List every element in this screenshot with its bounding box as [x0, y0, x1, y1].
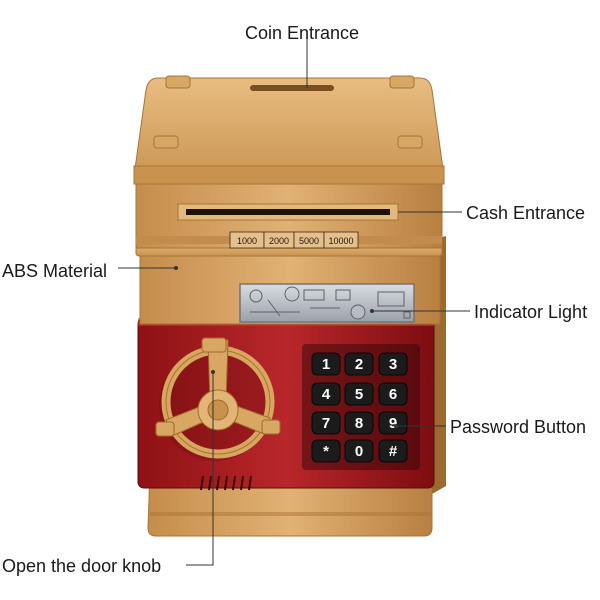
label-coin-entrance: Coin Entrance — [245, 23, 360, 43]
keypad-key-label: 8 — [355, 415, 363, 432]
label-cash-entrance: Cash Entrance — [466, 203, 586, 223]
denomination-label: 10000 — [328, 236, 353, 246]
denomination-label: 1000 — [237, 236, 257, 246]
keypad-key-label: 4 — [322, 386, 331, 403]
keypad-key — [311, 439, 341, 463]
keypad-key-label: 5 — [355, 386, 363, 403]
denomination-strip: 1000 2000 5000 10000 — [229, 231, 359, 249]
keypad-key — [344, 411, 374, 435]
keypad-key-label: 3 — [389, 356, 397, 373]
label-password-button: Password Button — [450, 417, 587, 437]
keypad-key — [344, 352, 374, 376]
keypad: 1 2 3 4 5 6 7 8 9 * 0 # — [302, 344, 420, 470]
keypad-key-label: 1 — [322, 356, 330, 373]
denomination-label: 5000 — [299, 236, 319, 246]
keypad-key — [378, 382, 408, 406]
keypad-key-label: 0 — [355, 443, 363, 460]
keypad-key — [378, 411, 408, 435]
label-door-knob: Open the door knob — [2, 556, 162, 576]
denomination-label: 2000 — [269, 236, 289, 246]
lid — [133, 75, 445, 185]
coin-slot — [250, 85, 334, 91]
denomination-box — [323, 231, 359, 249]
keypad-key — [378, 352, 408, 376]
keypad-key — [378, 439, 408, 463]
door-knob — [155, 337, 281, 461]
keypad-key — [311, 382, 341, 406]
keypad-key — [311, 352, 341, 376]
keypad-key — [344, 439, 374, 463]
keypad-key-label: # — [389, 443, 398, 460]
keypad-key-label: * — [323, 443, 329, 460]
keypad-key — [344, 382, 374, 406]
knob-leader — [186, 372, 214, 566]
cash-slot — [177, 203, 399, 221]
keypad-key-label: 6 — [389, 386, 397, 403]
label-abs-material: ABS Material — [2, 261, 108, 281]
leader-lines — [118, 36, 470, 566]
label-indicator-light: Indicator Light — [474, 302, 588, 322]
keypad-key-label: 7 — [322, 415, 330, 432]
keypad-key-label: 2 — [355, 356, 363, 373]
keypad-key-label: 9 — [389, 415, 397, 432]
keypad-key — [311, 411, 341, 435]
indicator-window — [239, 283, 415, 323]
speaker-grille — [200, 475, 252, 491]
